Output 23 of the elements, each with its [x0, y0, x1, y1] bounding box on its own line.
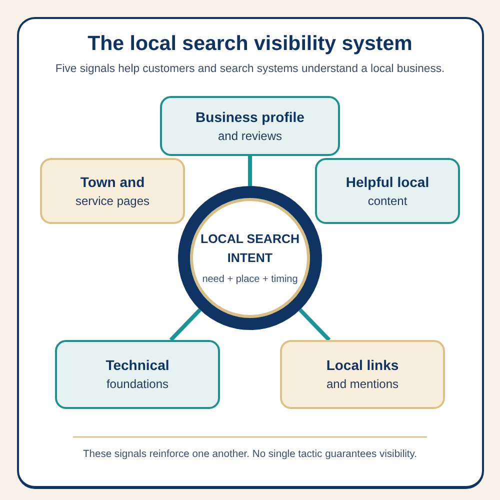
connector-line — [169, 308, 202, 342]
subtitle: Five signals help customers and search systems understand a local business. — [54, 63, 446, 75]
node-title: Town and — [80, 172, 145, 191]
center-title: LOCAL SEARCH INTENT — [199, 231, 301, 266]
node-description: foundations — [106, 377, 169, 393]
node-title: Business profile — [196, 108, 304, 126]
signal-box — [55, 340, 220, 409]
node-description: and reviews — [218, 128, 282, 144]
signal-box — [160, 96, 340, 156]
signal-box — [40, 158, 185, 224]
node-title: Local links — [326, 356, 399, 374]
signal-box — [280, 340, 445, 409]
footer-note: These signals reinforce one another. No single tactic guarantees visibility. — [82, 449, 418, 460]
node-description: service pages — [75, 194, 150, 210]
connector-line — [248, 156, 252, 186]
node-description: content — [368, 194, 408, 210]
node-title: Helpful local — [346, 172, 430, 191]
center-description: need + place + timing — [202, 272, 298, 286]
connector-line — [298, 308, 331, 342]
node-description: and mentions — [326, 377, 399, 393]
node-title: Technical — [106, 356, 170, 374]
diagram-title: The local search visibility system — [86, 32, 414, 56]
signal-box — [315, 158, 460, 224]
